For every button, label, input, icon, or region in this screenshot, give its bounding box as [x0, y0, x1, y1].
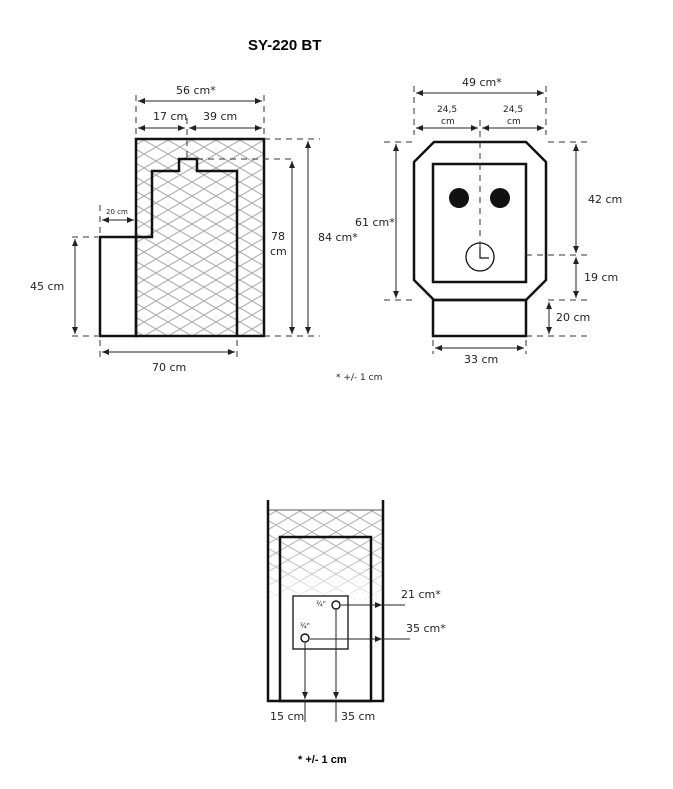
dim-half-right-unit: cm — [507, 117, 521, 127]
dim-half-left-value: 24,5 — [437, 105, 457, 115]
dim-base-length: 70 cm — [152, 361, 186, 374]
dim-upper-pipe-height: 21 cm* — [401, 588, 441, 601]
tolerance-note-bottom: * +/- 1 cm — [298, 754, 347, 766]
connection-plate — [292, 595, 349, 650]
dim-upper-height: 42 cm — [588, 193, 622, 206]
pipe-connection-lower — [300, 633, 310, 643]
dim-lower-pipe-height: 35 cm* — [406, 622, 446, 635]
dim-total-height: 84 cm* — [318, 231, 358, 244]
dim-body-height: 61 cm* — [355, 216, 395, 229]
hatched-stone-area — [136, 139, 264, 336]
heater-rear-body — [278, 535, 373, 703]
dim-step-height: 45 cm — [30, 280, 64, 293]
dim-width-left: 17 cm — [153, 110, 187, 123]
control-knob-left — [449, 188, 469, 208]
pipe-size-upper: ¾" — [316, 600, 326, 608]
pipe-connection-upper — [331, 600, 341, 610]
dim-base-height: 20 cm — [556, 311, 590, 324]
pipe-size-lower: ¾" — [300, 622, 310, 630]
dim-width-right: 39 cm — [203, 110, 237, 123]
dim-lower-height: 19 cm — [584, 271, 618, 284]
dim-left-offset: 15 cm — [270, 710, 304, 723]
rear-view: ¾" ¾" 21 cm* 35 cm* 15 cm 35 cm — [266, 500, 446, 723]
dim-step-width: 20 cm — [106, 208, 128, 216]
heater-base — [431, 298, 528, 338]
control-knob-right — [490, 188, 510, 208]
dim-right-offset: 35 cm — [341, 710, 375, 723]
dim-inner-height-unit: cm — [270, 245, 287, 258]
dim-width-total: 56 cm* — [176, 84, 216, 97]
control-step-box — [98, 235, 138, 338]
tolerance-note-top: * +/- 1 cm — [336, 373, 382, 383]
dim-inner-height-value: 78 — [271, 230, 285, 243]
heater-body-outline — [136, 157, 239, 336]
front-view: 49 cm* 24,5 cm 24,5 cm 61 cm* 42 cm 19 c… — [355, 76, 622, 366]
dim-half-right-value: 24,5 — [503, 105, 523, 115]
dim-base-width: 33 cm — [464, 353, 498, 366]
dim-half-left-unit: cm — [441, 117, 455, 127]
side-view: 56 cm* 17 cm 39 cm 20 cm 45 cm 70 cm 78 … — [30, 84, 358, 374]
clock-icon — [465, 242, 495, 272]
dim-front-width: 49 cm* — [462, 76, 502, 89]
product-title: SY-220 BT — [248, 37, 321, 54]
